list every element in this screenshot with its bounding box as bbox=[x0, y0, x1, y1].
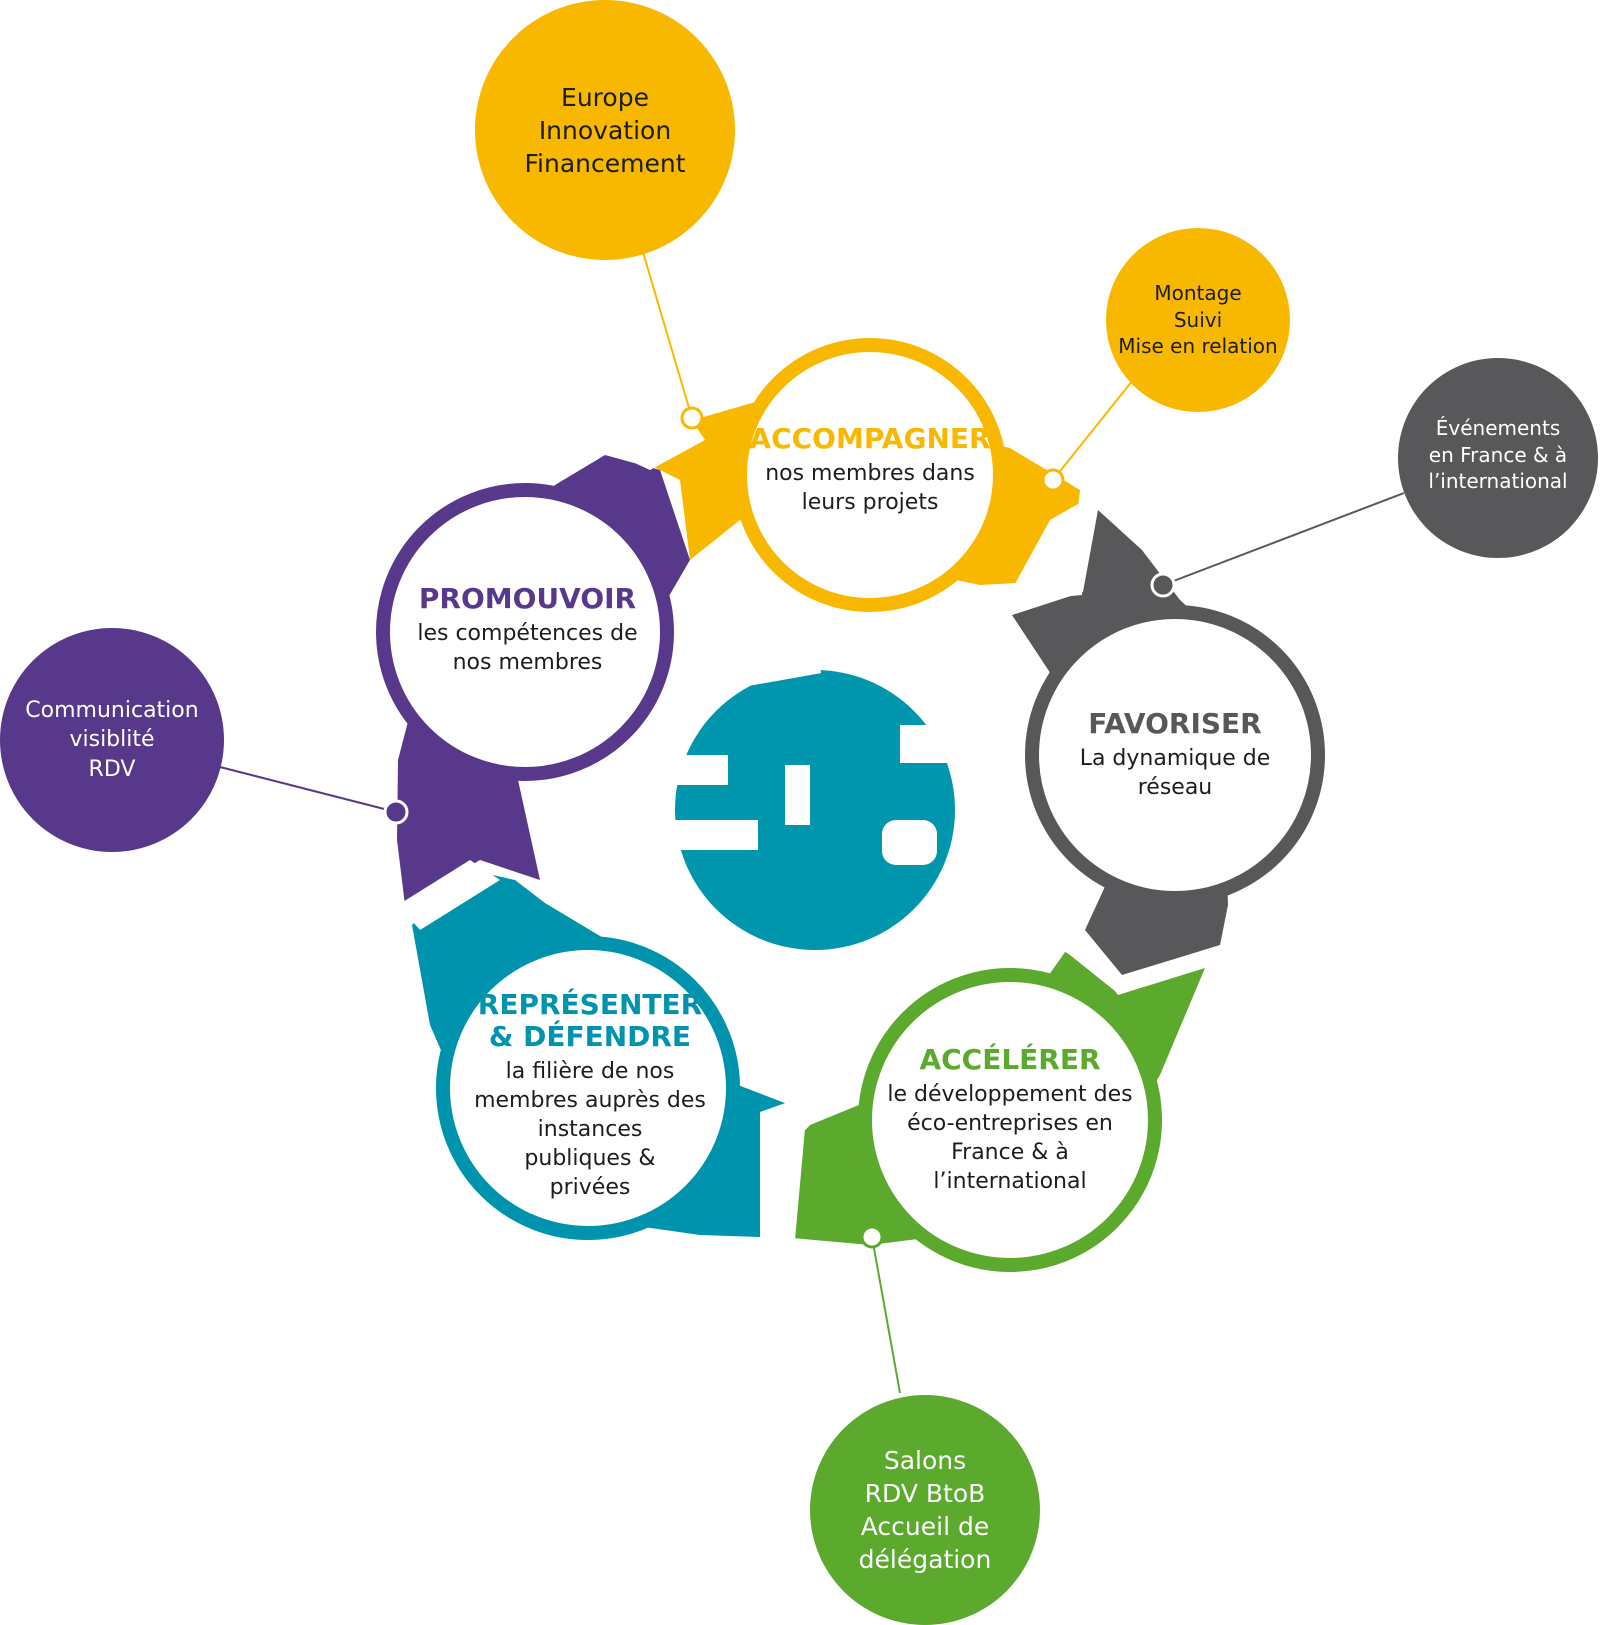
bubble-communication: Communication visiblité RDV bbox=[25, 698, 199, 782]
stage-text: La dynamique de réseau bbox=[1079, 746, 1271, 800]
stage-title: ACCOMPAGNER bbox=[749, 422, 991, 455]
dot-communication bbox=[383, 799, 409, 825]
bubble-salons: Salons RDV BtoB Accueil de délégation bbox=[858, 1446, 992, 1574]
stage-text: le développement des éco-entreprises en … bbox=[887, 1082, 1133, 1194]
stage-text: les compétences de nos membres bbox=[417, 621, 638, 675]
connector-montage bbox=[1052, 379, 1134, 481]
stage-title: PROMOUVOIR bbox=[418, 582, 637, 615]
stage-circle-accelerer bbox=[858, 968, 1162, 1272]
dot-montage bbox=[1041, 468, 1065, 492]
stage-favoriser: FAVORISER La dynamique de réseau bbox=[1040, 680, 1310, 830]
connector-evenements bbox=[1162, 492, 1405, 586]
bubble-circle-evenements bbox=[1398, 358, 1598, 558]
stage-circle-promouvoir bbox=[376, 483, 674, 781]
bubble-europe: Europe Innovation Financement bbox=[524, 82, 686, 178]
stage-accelerer: ACCÉLÉRER le développement des éco-entre… bbox=[870, 1010, 1150, 1230]
bubble-circle-communication bbox=[0, 628, 224, 852]
connector-communication bbox=[219, 766, 397, 813]
stage-circle-representer bbox=[436, 936, 740, 1240]
stage-text: la filière de nos membres auprès des ins… bbox=[474, 1058, 706, 1200]
stage-text: nos membres dans leurs projets bbox=[765, 461, 975, 515]
stage-promouvoir: PROMOUVOIR les compétences de nos membre… bbox=[395, 560, 660, 700]
stage-circle-accompagner bbox=[733, 338, 1007, 612]
bubble-circle-salons bbox=[810, 1395, 1040, 1625]
stage-representer: REPRÉSENTER & DÉFENDRE la filière de nos… bbox=[455, 975, 725, 1215]
stage-accompagner: ACCOMPAGNER nos membres dans leurs proje… bbox=[745, 395, 995, 545]
stage-title: REPRÉSENTER & DÉFENDRE bbox=[477, 987, 703, 1053]
bubble-montage: Montage Suivi Mise en relation bbox=[1118, 281, 1278, 359]
ea-logo: éa bbox=[668, 651, 960, 950]
connector-salons bbox=[871, 1236, 901, 1394]
bubble-evenements: Événements en France & à l’international bbox=[1428, 416, 1568, 494]
stage-circle-favoriser bbox=[1025, 605, 1325, 905]
dot-salons bbox=[860, 1225, 884, 1249]
connector-europe bbox=[639, 241, 693, 419]
bubble-circle-europe bbox=[475, 0, 735, 260]
dot-evenements bbox=[1150, 572, 1176, 598]
bubble-circle-montage bbox=[1106, 228, 1290, 412]
dot-europe bbox=[680, 406, 704, 430]
stage-title: ACCÉLÉRER bbox=[919, 1043, 1101, 1076]
stage-title: FAVORISER bbox=[1088, 707, 1262, 740]
